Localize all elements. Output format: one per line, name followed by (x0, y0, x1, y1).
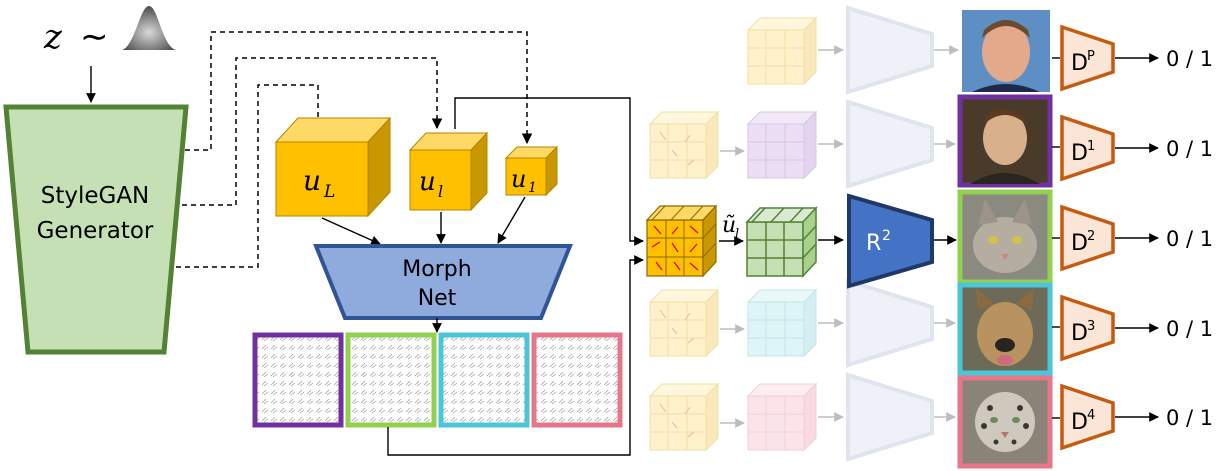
cube-u1: u 1 (504, 145, 559, 197)
tilde-u-subscript: l (735, 227, 739, 242)
faded-renderers (846, 5, 934, 462)
output-label-p: 0 / 1 (1166, 47, 1213, 71)
discriminator-1-superscript: 1 (1087, 139, 1095, 154)
output-image-photo-face (962, 10, 1050, 92)
output-image-dog-face (957, 282, 1053, 376)
cube-u1-subscript: 1 (528, 180, 537, 196)
discriminator-p-label: D (1071, 51, 1088, 76)
transformed-feature-cube (745, 206, 818, 278)
output-image-painting-face (957, 94, 1053, 188)
deformation-field-3 (438, 332, 530, 428)
output-image-leopard-face (957, 375, 1053, 469)
connector-to-u1 (185, 31, 533, 151)
discriminator-1-label: D (1071, 141, 1088, 166)
noise-input: z ∼ (43, 6, 176, 103)
noise-variable: z (43, 17, 63, 57)
cube-uL: u L (274, 116, 392, 218)
cube-ul-subscript: l (438, 182, 443, 201)
discriminators: D P D 1 D 2 D 3 D 4 (1060, 24, 1115, 451)
cube-uL-label: u (303, 164, 321, 197)
flow-to-warp-arrow (387, 255, 644, 456)
renderer-trapezoid (847, 193, 934, 289)
cube-u1-label: u (511, 165, 526, 193)
noise-sim-symbol: ∼ (80, 17, 109, 57)
output-label-2: 0 / 1 (1166, 227, 1213, 251)
cubes-to-morphnet-arrows (321, 196, 526, 245)
generator-label-line2: Generator (37, 218, 154, 244)
output-label-1: 0 / 1 (1166, 137, 1213, 161)
cube-ul: u l (408, 131, 489, 212)
connector-to-uL (176, 84, 324, 268)
warp-vectors (651, 225, 699, 271)
feature-connectors (176, 31, 533, 268)
discriminator-2: D 2 (1060, 204, 1115, 272)
stylegan-generator: StyleGAN Generator (3, 104, 189, 355)
faded-result-cube-3 (746, 288, 818, 358)
faded-warped-cubes (648, 110, 720, 452)
cube-ul-label: u (419, 167, 436, 197)
faded-warped-cube-4 (648, 382, 720, 452)
tilde-u-label: ũ (722, 213, 736, 238)
output-images (957, 10, 1053, 469)
output-image-cat-face (957, 189, 1053, 285)
faded-result-cubes (746, 16, 818, 452)
faded-result-cube-4 (746, 382, 818, 452)
deformation-field-2 (345, 332, 437, 428)
discriminator-2-superscript: 2 (1087, 229, 1095, 244)
morphnet-label-line2: Net (418, 286, 457, 311)
morphnet: Morph Net (313, 244, 573, 320)
discriminator-4-superscript: 4 (1087, 408, 1095, 423)
discriminator-1: D 1 (1060, 114, 1115, 182)
deformation-fields (252, 332, 623, 428)
deformation-field-1 (252, 332, 344, 428)
output-label-3: 0 / 1 (1166, 317, 1213, 341)
faded-result-cube-1 (746, 110, 818, 180)
discriminator-4-label: D (1071, 410, 1088, 435)
warped-feature-cube (645, 204, 718, 278)
renderer-superscript: 2 (882, 228, 891, 244)
faded-renderer-3 (846, 278, 934, 368)
discriminator-2-label: D (1071, 231, 1088, 256)
faded-arrows (720, 45, 959, 428)
faded-warped-cube-3 (648, 288, 720, 358)
discriminator-3-label: D (1071, 321, 1088, 346)
cube-uL-subscript: L (323, 182, 335, 202)
discriminator-4: D 4 (1060, 383, 1115, 451)
renderer-label: R (866, 231, 881, 256)
ul-to-warp-arrow (454, 97, 644, 246)
faded-renderer-photo (846, 5, 934, 95)
renderer-r2: R 2 (847, 193, 934, 289)
discriminator-outputs: 0 / 1 0 / 1 0 / 1 0 / 1 0 / 1 (1166, 47, 1213, 430)
faded-renderer-1 (846, 99, 934, 189)
discriminator-p-superscript: P (1087, 49, 1095, 64)
discriminator-3-superscript: 3 (1087, 319, 1095, 334)
image-to-discriminator-arrows (1052, 57, 1060, 419)
gaussian-distribution-icon (122, 6, 176, 50)
connector-to-ul (182, 57, 443, 206)
faded-warped-cube-1 (648, 110, 720, 180)
deformation-field-4 (531, 332, 623, 428)
generator-label-line1: StyleGAN (41, 183, 150, 209)
faded-renderer-4 (846, 372, 934, 462)
discriminator-output-arrows (1115, 53, 1159, 422)
output-label-4: 0 / 1 (1166, 406, 1213, 430)
discriminator-3: D 3 (1060, 294, 1115, 362)
morphnet-label-line1: Morph (402, 257, 471, 282)
discriminator-p: D P (1060, 24, 1115, 92)
generator-trapezoid (3, 104, 189, 355)
faded-result-cube-photo (746, 16, 818, 86)
morphnet-trapezoid (313, 244, 573, 320)
